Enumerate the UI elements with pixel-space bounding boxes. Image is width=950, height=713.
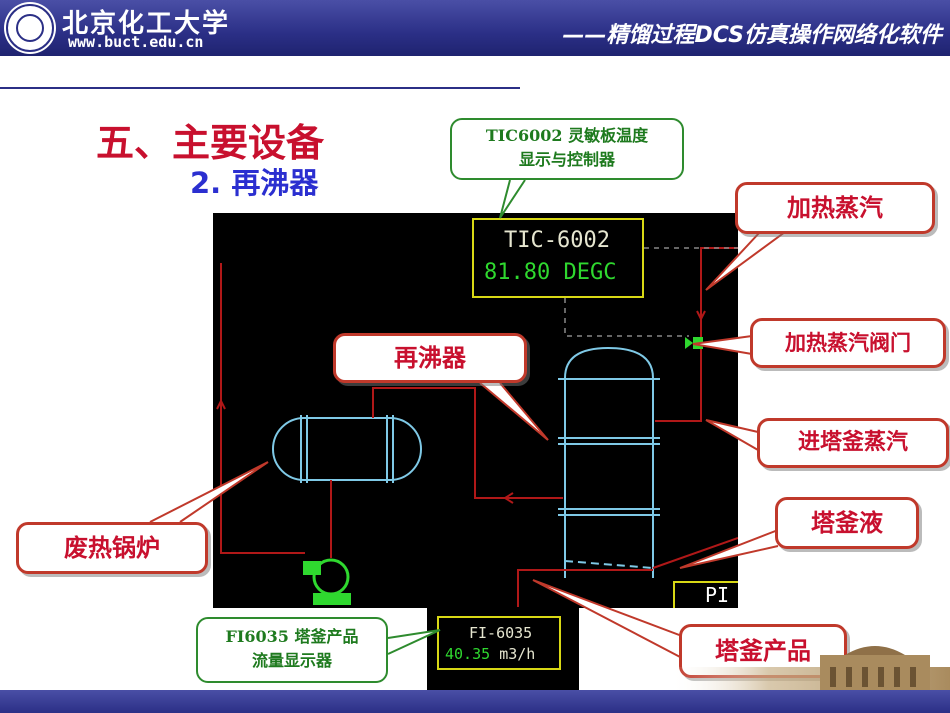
fi-value: 40.35 m3/h <box>445 645 535 663</box>
subsection-number: 2. <box>190 166 222 200</box>
steam-to-column-pipe <box>655 343 702 422</box>
heating-steam-valve-callout: 加热蒸汽阀门 <box>750 318 946 368</box>
reboiler-column <box>564 346 654 578</box>
tic-value: 81.80 DEGC <box>484 260 616 285</box>
tic-value-unit: DEGC <box>563 260 617 285</box>
fi-value-number: 40.35 <box>445 645 491 663</box>
fi-callout-line2: 流量显示器 <box>251 651 332 670</box>
fi-callout-line1: FI6035 塔釜产品 <box>225 627 359 646</box>
heating-steam-pipe <box>700 247 738 343</box>
subsection-name: 再沸器 <box>231 166 319 200</box>
header-slogan: ——精馏过程DCS仿真操作网络化软件 <box>562 23 942 48</box>
pi-indicator-fragment: PI <box>673 581 738 608</box>
waste-heat-boiler-callout: 废热锅炉 <box>16 522 208 574</box>
university-url: www.buct.edu.cn <box>68 33 204 51</box>
fi-callout: FI6035 塔釜产品 流量显示器 <box>196 617 388 683</box>
university-name: 北京化工大学 <box>62 9 231 39</box>
boiler-return-pipe <box>220 263 305 554</box>
tic-6002-display[interactable]: TIC-6002 81.80 DEGC <box>472 218 644 298</box>
tic-callout-line2: 显示与控制器 <box>518 150 615 169</box>
fi-value-unit: m3/h <box>499 645 536 663</box>
tic-callout: TIC6002 灵敏板温度 显示与控制器 <box>450 118 684 180</box>
control-signal-line-2 <box>564 298 689 337</box>
section-title: 五、主要设备 <box>96 121 325 165</box>
header-divider <box>0 87 520 89</box>
fi-6035-screen: FI-6035 40.35 m3/h <box>427 607 579 690</box>
column-liquid-level <box>564 560 654 569</box>
heating-steam-callout: 加热蒸汽 <box>735 182 935 234</box>
dcs-screen: TIC-6002 81.80 DEGC PI <box>213 213 738 608</box>
steam-valve-icon <box>685 337 693 349</box>
waste-heat-boiler-shell <box>272 417 422 481</box>
bottom-liquid-pipe <box>652 537 738 569</box>
fi-6035-display[interactable]: FI-6035 40.35 m3/h <box>437 616 561 670</box>
fi-tag: FI-6035 <box>469 624 533 642</box>
boiler-outlet-pipe <box>372 387 563 499</box>
steam-valve-body <box>693 337 703 349</box>
steam-to-bottom-callout: 进塔釜蒸汽 <box>757 418 949 468</box>
subsection-title: 2. 再沸器 <box>190 160 318 202</box>
tic-tag: TIC-6002 <box>504 228 610 253</box>
reboiler-callout: 再沸器 <box>333 333 527 383</box>
tic-value-number: 81.80 <box>484 260 551 285</box>
tic-callout-line1: TIC6002 灵敏板温度 <box>485 126 649 145</box>
bottom-liquid-callout: 塔釜液 <box>775 497 919 549</box>
outlet-arrow-icon <box>503 492 514 504</box>
campus-building-image <box>670 646 950 693</box>
header-bar: 北京化工大学 www.buct.edu.cn ——精馏过程DCS仿真操作网络化软… <box>0 0 950 56</box>
pump-base <box>313 593 351 605</box>
steam-arrow-icon <box>696 310 706 322</box>
university-seal-icon <box>6 4 54 52</box>
boiler-arrow-icon <box>216 398 226 410</box>
bottom-product-pipe <box>517 569 653 608</box>
footer-bar <box>0 690 950 713</box>
pump-inlet <box>303 561 321 575</box>
